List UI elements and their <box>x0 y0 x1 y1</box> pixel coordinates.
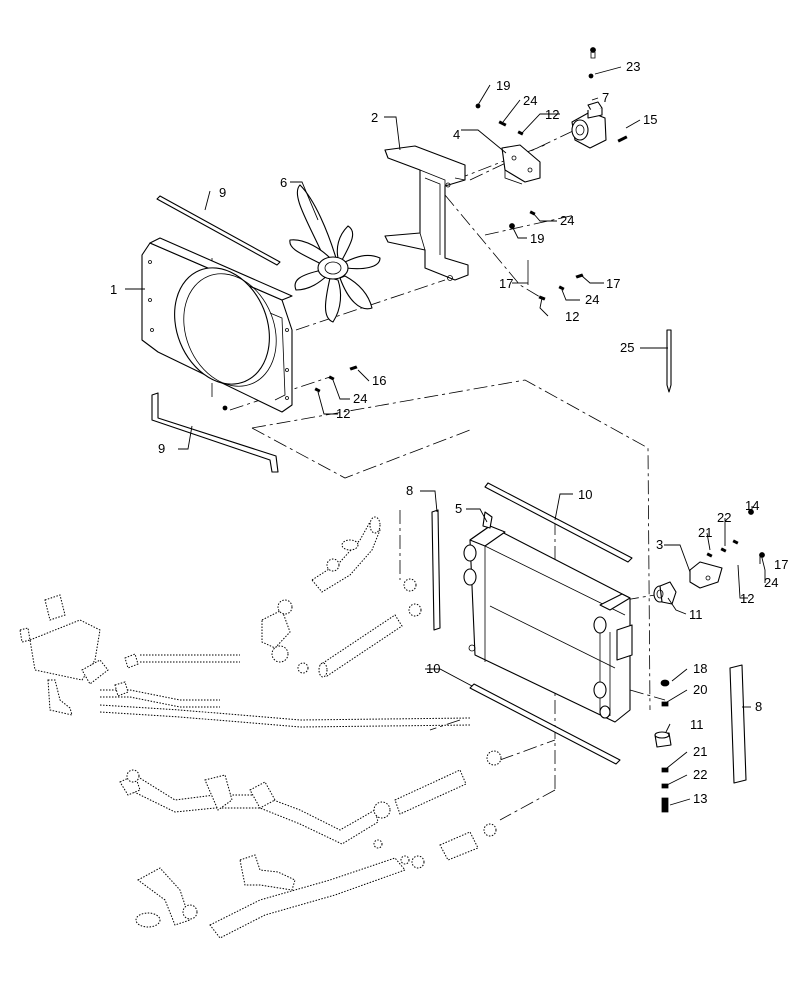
callout-22-lower: 22 <box>693 767 707 782</box>
motor-mount-plate <box>501 144 541 185</box>
radiator-seal-top <box>484 482 633 563</box>
callout-21-lower: 21 <box>693 744 707 759</box>
callout-10-bottom: 10 <box>426 661 440 676</box>
callout-1: 1 <box>110 282 117 297</box>
callout-labels: 1 2 3 4 5 6 7 8 8 9 9 10 10 11 11 12 12 … <box>110 59 788 806</box>
callout-19-lower: 19 <box>530 231 544 246</box>
callout-12-motor: 12 <box>545 107 559 122</box>
callout-17-bracket: 17 <box>499 276 513 291</box>
callout-9-bottom: 9 <box>158 441 165 456</box>
callout-5: 5 <box>455 501 462 516</box>
seal-strip-bottom <box>151 392 279 473</box>
callout-7: 7 <box>602 90 609 105</box>
radiator-core <box>463 511 633 723</box>
callout-11-upper: 11 <box>689 607 703 622</box>
hydraulic-motor <box>571 101 607 149</box>
callout-19-upper: 19 <box>496 78 510 93</box>
radiator-bracket <box>689 561 723 589</box>
callout-24-radiator: 24 <box>764 575 778 590</box>
callout-12-radiator: 12 <box>740 591 754 606</box>
callout-25: 25 <box>620 340 634 355</box>
callout-21-upper: 21 <box>698 525 712 540</box>
callout-22-upper: 22 <box>717 510 731 525</box>
callout-12-shroud: 12 <box>336 406 350 421</box>
callout-8-left: 8 <box>406 483 413 498</box>
fan-bracket <box>384 145 469 281</box>
callout-24-motor: 24 <box>523 93 537 108</box>
callout-23: 23 <box>626 59 640 74</box>
callout-3: 3 <box>656 537 663 552</box>
callout-8-right: 8 <box>755 699 762 714</box>
callout-10-top: 10 <box>578 487 592 502</box>
seal-strip-top <box>156 195 281 266</box>
callout-18: 18 <box>693 661 707 676</box>
callout-15: 15 <box>643 112 657 127</box>
callout-17-radiator: 17 <box>774 557 788 572</box>
callout-24-shroud: 24 <box>353 391 367 406</box>
callout-20: 20 <box>693 682 707 697</box>
callout-6: 6 <box>280 175 287 190</box>
callout-12-bracket: 12 <box>565 309 579 324</box>
coolant-hoses <box>19 516 502 939</box>
callout-leaders <box>125 66 766 806</box>
callout-14: 14 <box>745 498 759 513</box>
cable-tie <box>666 329 672 393</box>
callout-24-plate: 24 <box>560 213 574 228</box>
callout-17-motor: 17 <box>606 276 620 291</box>
callout-13: 13 <box>693 791 707 806</box>
callout-2: 2 <box>371 110 378 125</box>
callout-24-bracket: 24 <box>585 292 599 307</box>
callout-9-top: 9 <box>219 185 226 200</box>
callout-4: 4 <box>453 127 460 142</box>
isolator-upper <box>653 581 677 605</box>
side-seal-left <box>431 509 441 631</box>
radiator-seal-bottom <box>469 683 621 765</box>
callout-11-lower: 11 <box>690 717 704 732</box>
fan-shroud <box>141 237 293 413</box>
cooling-fan <box>289 184 381 323</box>
isolator-lower <box>654 731 672 748</box>
side-seal-right <box>729 664 747 784</box>
hardware-bolts <box>222 47 765 813</box>
callout-16: 16 <box>372 373 386 388</box>
